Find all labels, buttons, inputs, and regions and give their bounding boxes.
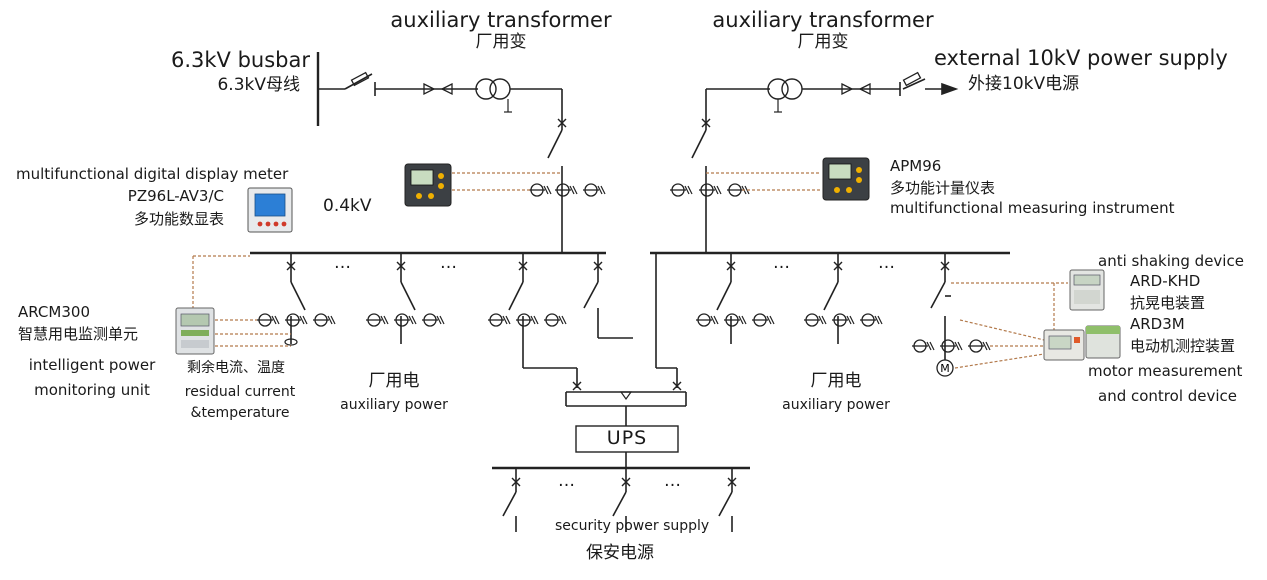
aux-transformer-right-en: auxiliary transformer xyxy=(712,8,934,32)
external-supply-label-cn: 外接10kV电源 xyxy=(968,74,1080,94)
anti-shaking-label-cn: 抗晃电装置 xyxy=(1130,294,1206,312)
ellipsis-1: … xyxy=(334,253,351,273)
external-supply-group xyxy=(691,71,959,253)
residual-ct xyxy=(284,338,298,346)
aux-power-right-en: auxiliary power xyxy=(782,397,890,413)
apm-meter-left xyxy=(404,163,452,207)
apm96-meter xyxy=(822,157,870,201)
ard-khd-device xyxy=(1069,269,1105,311)
arcm300-label-en-1: intelligent power xyxy=(28,356,156,374)
pz96-label-cn: 多功能数显表 xyxy=(133,210,224,228)
pz96-label-en: multifunctional digital display meter xyxy=(16,165,289,183)
ellipsis-4: … xyxy=(878,253,895,273)
residual-label-en-2: &temperature xyxy=(190,405,290,421)
security-supply-label-en: security power supply xyxy=(555,518,710,534)
apm96-model: APM96 xyxy=(890,157,942,175)
ct-set-left-incoming xyxy=(528,183,606,197)
aux-power-left-cn: 厂用电 xyxy=(368,371,420,391)
aux-transformer-left-cn: 厂用变 xyxy=(475,32,527,52)
residual-label-cn: 剩余电流、温度 xyxy=(187,360,285,376)
ard3m-device xyxy=(1043,329,1085,361)
aux-transformer-right-cn: 厂用变 xyxy=(797,32,849,52)
motor-device-label-en-1: motor measurement xyxy=(1088,362,1243,380)
motor-device-label-en-2: and control device xyxy=(1098,387,1238,405)
apm96-label-en: multifunctional measuring instrument xyxy=(890,199,1175,217)
left-feeders xyxy=(290,253,633,388)
ct-set-right-incoming xyxy=(669,183,750,197)
aux-transformer-left-en: auxiliary transformer xyxy=(390,8,612,32)
ups-label: UPS xyxy=(606,427,648,449)
signal-lines-right xyxy=(951,282,1068,369)
busbar-6kv-group xyxy=(316,52,563,253)
ellipsis-6: … xyxy=(664,471,681,491)
pz96-model: PZ96L-AV3/C xyxy=(127,187,224,205)
pz96-meter xyxy=(247,187,293,233)
motor-symbol xyxy=(936,359,954,377)
arcm300-label-cn: 智慧用电监测单元 xyxy=(18,325,139,343)
ard3m-model: ARD3M xyxy=(1130,315,1185,333)
busbar-6kv-label-cn: 6.3kV母线 xyxy=(217,75,300,95)
motor-symbol-label: M xyxy=(940,362,950,375)
aux-power-left-en: auxiliary power xyxy=(340,397,448,413)
voltage-04kv-label: 0.4kV xyxy=(323,196,372,216)
ct-sets-right-feeders xyxy=(695,313,991,353)
ellipsis-3: … xyxy=(773,253,790,273)
arcm300-device xyxy=(175,307,215,355)
apm96-label-cn: 多功能计量仪表 xyxy=(890,179,996,197)
ard-khd-model: ARD-KHD xyxy=(1130,272,1201,290)
residual-label-en-1: residual current xyxy=(184,384,296,400)
aux-power-right-cn: 厂用电 xyxy=(810,371,862,391)
security-supply-label-cn: 保安电源 xyxy=(586,543,654,563)
arcm300-label-en-2: monitoring unit xyxy=(34,381,150,399)
busbar-6kv-label-en: 6.3kV busbar xyxy=(170,48,310,72)
ups-section xyxy=(492,391,750,532)
ellipsis-2: … xyxy=(440,253,457,273)
signal-lines-top xyxy=(452,172,820,191)
arcm300-model: ARCM300 xyxy=(18,303,90,321)
anti-shaking-label-en: anti shaking device xyxy=(1098,252,1244,270)
motor-device-label-cn: 电动机测控装置 xyxy=(1130,337,1236,355)
external-supply-label-en: external 10kV power supply xyxy=(934,46,1228,70)
ard3m-module xyxy=(1085,325,1121,359)
right-feeders xyxy=(655,253,951,388)
ellipsis-5: … xyxy=(558,471,575,491)
ct-sets-left-feeders xyxy=(256,313,567,327)
